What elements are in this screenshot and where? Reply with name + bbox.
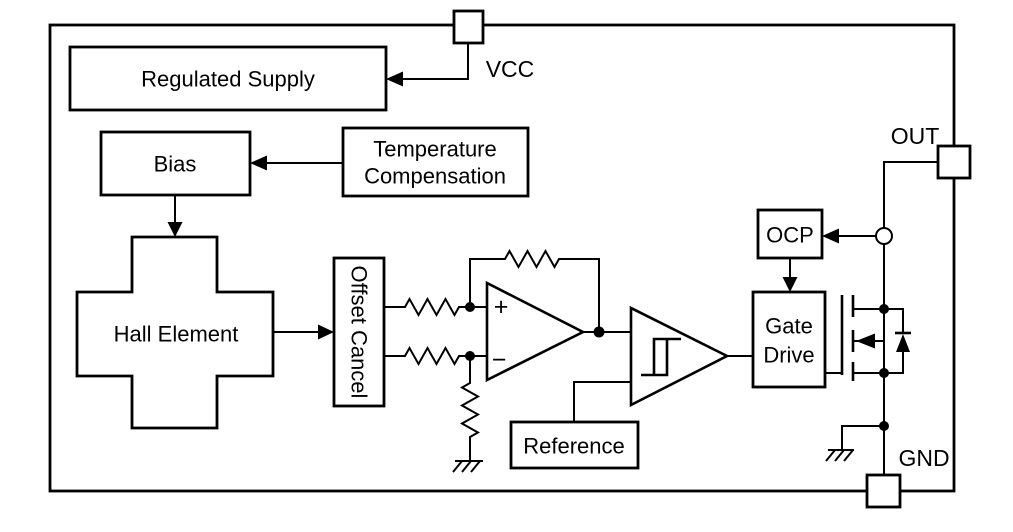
diode-triangle xyxy=(896,334,910,352)
reference-label: Reference xyxy=(523,434,625,459)
wire-reference-to-schmitt xyxy=(573,381,631,422)
gnd-pad xyxy=(865,473,902,509)
opamp-minus-label: − xyxy=(492,346,507,374)
bias-block: Bias xyxy=(99,130,252,197)
junction-dot xyxy=(465,351,475,361)
junction-dot xyxy=(465,302,475,312)
opamp-plus-label: + xyxy=(494,293,509,321)
junction-dot xyxy=(593,326,605,338)
tap-circle xyxy=(875,227,893,245)
hysteresis-icon xyxy=(641,337,681,377)
wires xyxy=(167,43,938,475)
arrowhead xyxy=(822,228,839,244)
arrowhead xyxy=(318,324,334,340)
ocp-label: OCP xyxy=(766,223,814,248)
schmitt-triangle xyxy=(629,305,730,408)
wire-to-chassis-ground xyxy=(841,425,884,450)
wire-out-rail xyxy=(883,161,938,475)
gate-drive-block: Gate Drive xyxy=(751,290,827,389)
resistor-symbol-feedback xyxy=(469,248,600,332)
arrowhead xyxy=(782,277,798,292)
hall-element-label: Hall Element xyxy=(114,322,239,347)
vcc-pin: VCC xyxy=(452,9,535,82)
gnd-pin: GND xyxy=(865,445,950,509)
temperature-compensation-label-line2: Compensation xyxy=(364,164,506,189)
out-pad xyxy=(936,144,972,180)
regulated-supply-block: Regulated Supply xyxy=(68,45,388,112)
opamp-symbol: + − xyxy=(485,280,586,383)
out-pin: OUT xyxy=(891,123,972,180)
gate-drive-label-line2: Drive xyxy=(763,343,814,368)
out-pin-label: OUT xyxy=(891,123,940,149)
body-diode-symbol xyxy=(884,308,911,374)
arrowhead xyxy=(386,71,403,87)
arrowhead xyxy=(250,155,267,171)
resistor-symbol-to-ground xyxy=(459,356,481,461)
mosfet-body-arrow xyxy=(856,333,875,349)
temperature-compensation-label-line1: Temperature xyxy=(373,137,497,162)
offset-cancel-block: Offset Cancel xyxy=(332,256,386,408)
vcc-pin-label: VCC xyxy=(486,56,535,82)
offset-cancel-label: Offset Cancel xyxy=(347,266,372,399)
wire-vcc-to-regulated-supply xyxy=(402,43,469,80)
ground-symbol xyxy=(452,460,483,473)
reference-block: Reference xyxy=(509,420,640,470)
ocp-block: OCP xyxy=(756,208,824,260)
gate-drive-label-line1: Gate xyxy=(765,314,813,339)
hall-cross-shape xyxy=(75,235,275,430)
resistor-symbol-plus-input xyxy=(384,296,487,318)
mosfet-symbol xyxy=(840,295,884,381)
vcc-pad xyxy=(452,9,485,45)
arrowhead xyxy=(167,222,183,237)
schmitt-trigger-symbol xyxy=(629,305,730,408)
gnd-pin-label: GND xyxy=(898,445,949,471)
junction-dot xyxy=(879,421,889,431)
temperature-compensation-block: Temperature Compensation xyxy=(341,126,530,198)
junction-dot xyxy=(879,368,889,378)
ground-symbol xyxy=(825,449,854,462)
hall-element-block: Hall Element xyxy=(75,235,275,430)
resistor-symbol-minus-input xyxy=(384,345,487,367)
opamp-triangle xyxy=(485,280,586,383)
junction-dot xyxy=(879,304,889,314)
regulated-supply-label: Regulated Supply xyxy=(141,67,315,92)
diode-branch-wire xyxy=(884,308,904,374)
bias-label: Bias xyxy=(154,152,197,177)
